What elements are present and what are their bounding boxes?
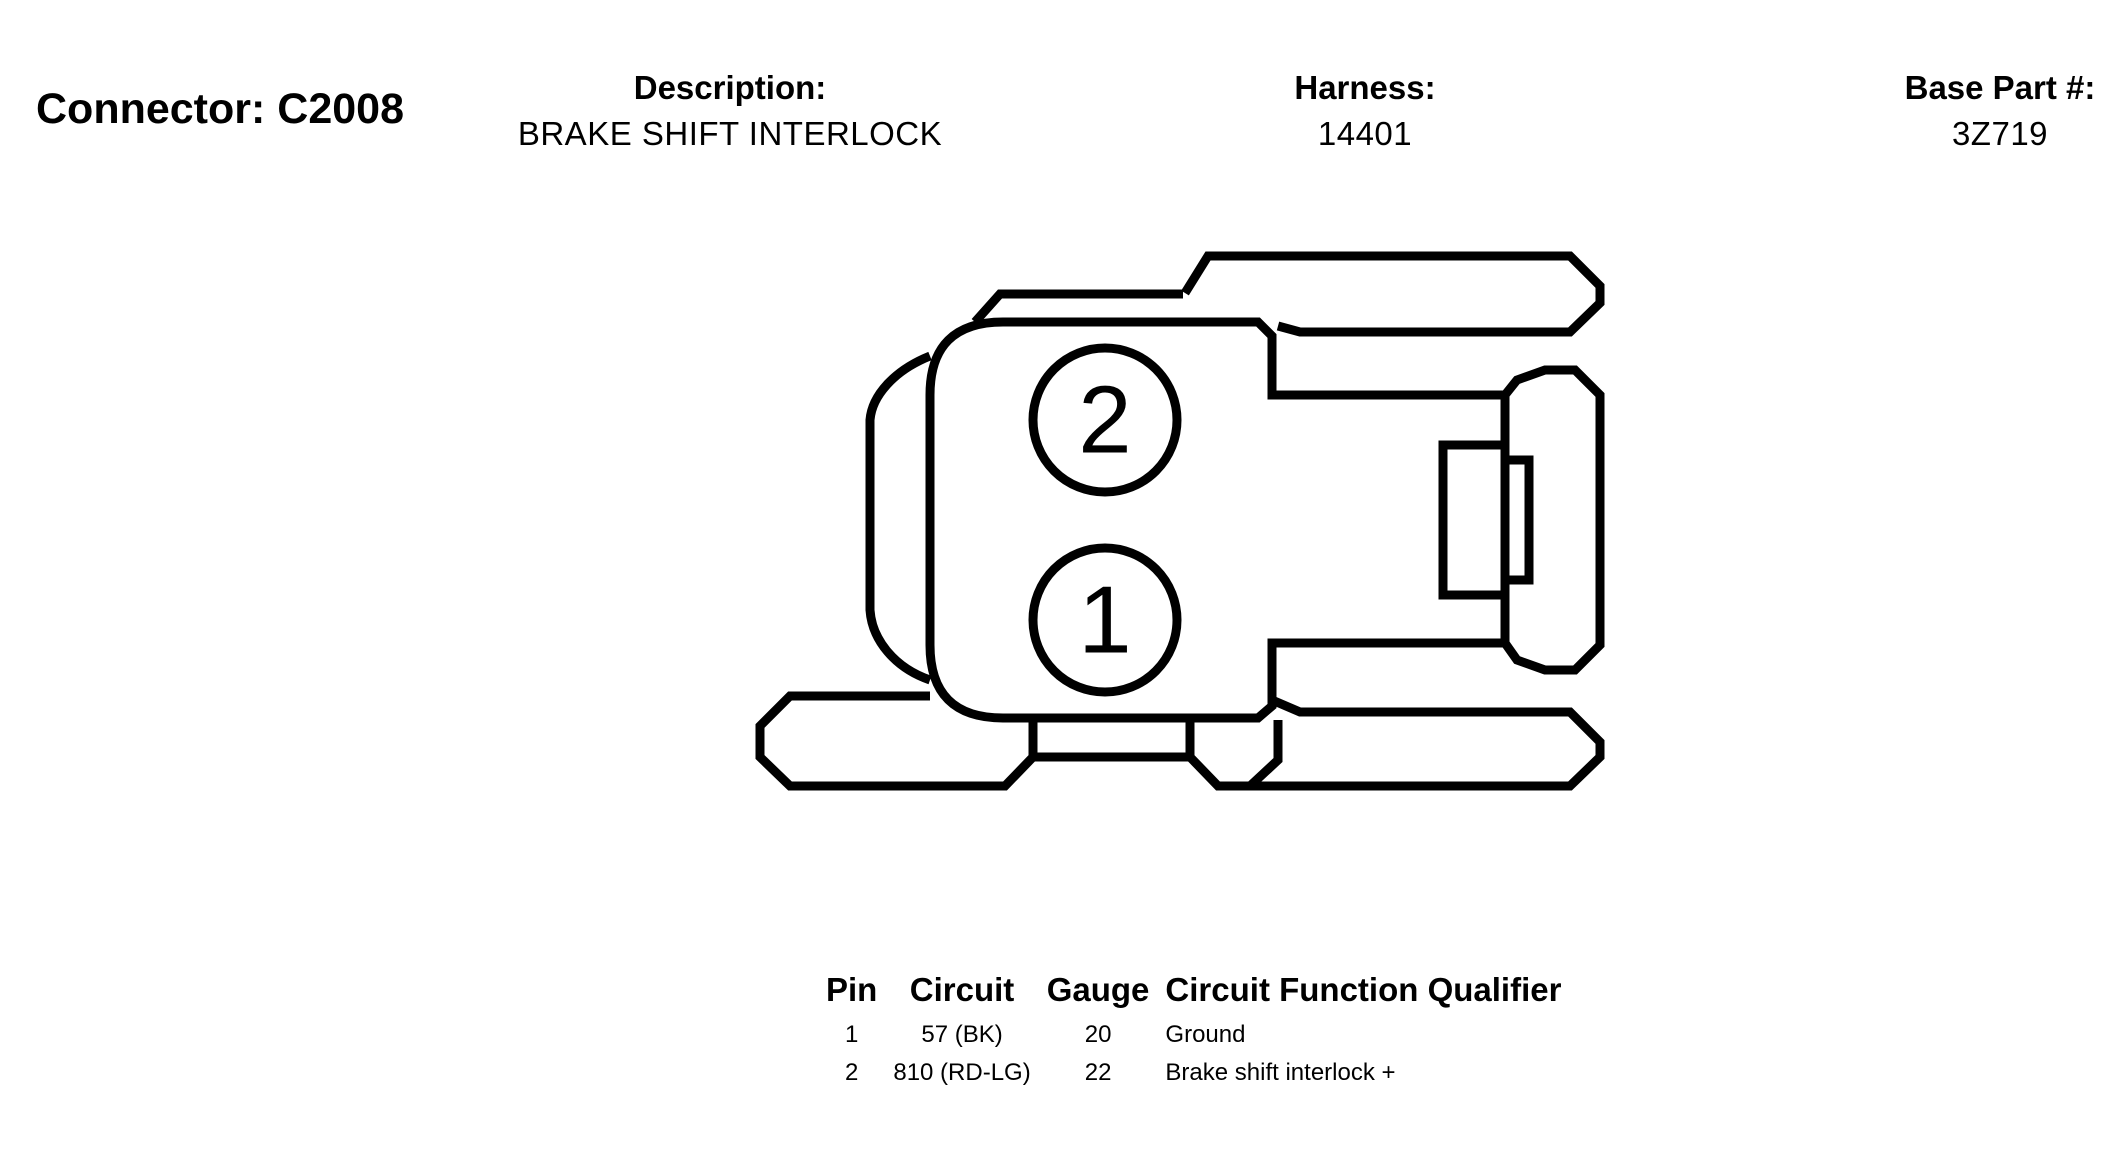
harness-label: Harness:: [1294, 69, 1436, 106]
bottom-latch-inner: [1246, 720, 1283, 790]
table-header-row: Pin Circuit Gauge Circuit Function Quali…: [818, 970, 1569, 1016]
cell-gauge: 20: [1084, 1021, 1112, 1048]
header-function: Circuit Function Qualifier: [1165, 971, 1562, 1008]
pin-2-label: 2: [1078, 367, 1131, 474]
connector-body: [925, 317, 1510, 723]
harness-block: Harness: 14401: [1215, 68, 1515, 154]
cell-function: Ground: [1165, 1021, 1246, 1048]
left-ear: [865, 351, 932, 685]
connector-title: Connector: C2008: [36, 85, 404, 133]
description-block: Description: BRAKE SHIFT INTERLOCK: [480, 68, 980, 154]
cell-pin: 1: [844, 1021, 859, 1048]
base-part-value: 3Z719: [1951, 115, 2049, 152]
table-row: 1 57 (BK) 20 Ground: [818, 1016, 1569, 1054]
description-value: BRAKE SHIFT INTERLOCK: [517, 115, 943, 152]
harness-value: 14401: [1317, 115, 1413, 152]
header-circuit: Circuit: [909, 971, 1015, 1008]
locking-tab: [1438, 440, 1510, 600]
base-part-label: Base Part #:: [1904, 69, 2096, 106]
bottom-bridge: [1033, 718, 1195, 762]
pin-cavity-1: 1: [1028, 543, 1182, 697]
table-row: 2 810 (RD-LG) 22 Brake shift interlock +: [818, 1054, 1569, 1092]
cell-circuit: 57 (BK): [921, 1021, 1003, 1048]
cell-gauge: 22: [1084, 1059, 1112, 1086]
pin-2-circle: [1028, 343, 1182, 497]
top-shoulder: [971, 289, 1183, 325]
pin-cavity-2: 2: [1028, 343, 1182, 497]
top-latch-arm: [1181, 251, 1605, 337]
description-label: Description:: [633, 69, 827, 106]
header-pin: Pin: [826, 971, 878, 1008]
bottom-latch-arm: [1185, 695, 1605, 791]
right-latch-frame: [1501, 365, 1605, 675]
cell-function: Brake shift interlock +: [1165, 1059, 1396, 1086]
cell-pin: 2: [844, 1059, 859, 1086]
header-gauge: Gauge: [1046, 971, 1150, 1008]
locking-tab-inner: [1500, 455, 1534, 585]
pin-table: Pin Circuit Gauge Circuit Function Quali…: [818, 970, 1569, 1092]
base-part-block: Base Part #: 3Z719: [1880, 68, 2120, 154]
pin-1-circle: [1028, 543, 1182, 697]
bottom-left-foot: [755, 691, 1038, 791]
cell-circuit: 810 (RD-LG): [893, 1059, 1031, 1086]
pin-1-label: 1: [1078, 567, 1131, 674]
